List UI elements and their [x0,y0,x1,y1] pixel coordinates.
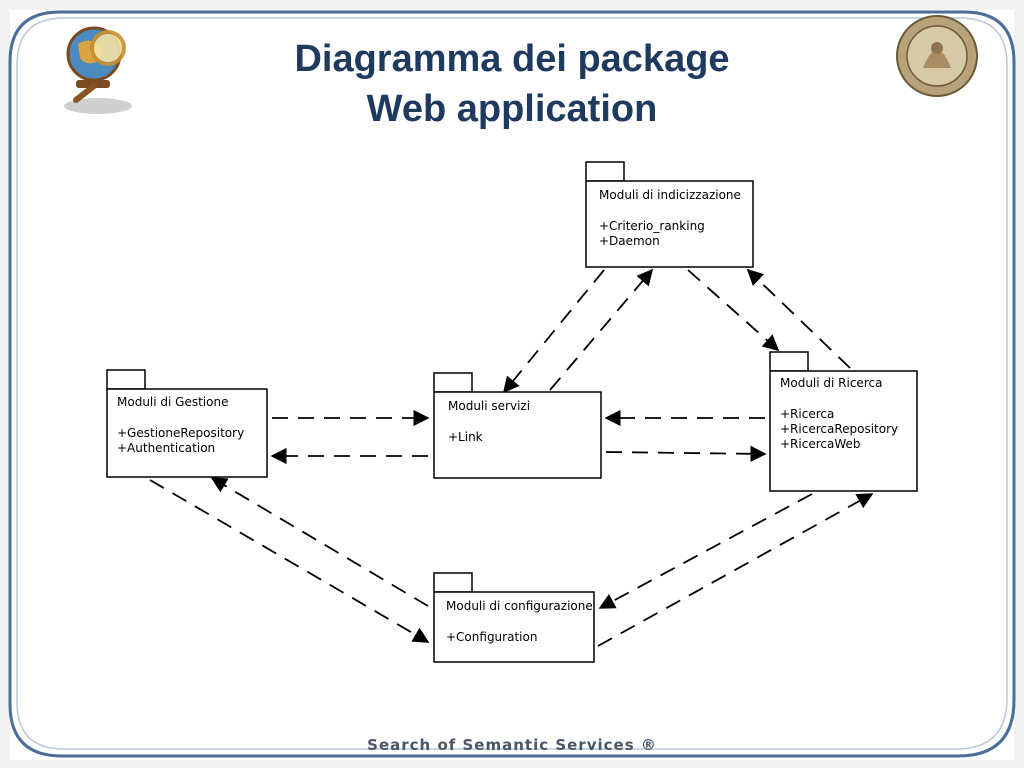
dep-servizi-to-indicizzazione [549,268,654,391]
dep-indicizzazione-to-ricerca [687,269,780,352]
package-ricerca-member-2: +RicercaRepository [780,422,898,436]
dep-configurazione-to-gestione [210,477,429,607]
package-servizi-name: Moduli servizi [448,399,530,413]
package-ricerca-member-3: +RicercaWeb [780,437,861,451]
dep-gestione-to-configurazione [149,479,430,643]
package-indicizzazione-member-1: +Criterio_ranking [599,219,705,233]
dep-indicizzazione-to-servizi [502,269,605,394]
package-configurazione: Moduli di configurazione +Configuration [433,572,595,663]
package-ricerca-name: Moduli di Ricerca [780,376,882,390]
package-servizi-member-1: +Link [448,430,483,444]
page-title: Diagramma dei package Web application [200,34,824,134]
university-seal-logo [896,15,978,97]
title-line-1: Diagramma dei package [294,38,730,80]
package-gestione: Moduli di Gestione +GestioneRepository +… [106,369,268,478]
dep-ricerca-to-configurazione [598,493,813,609]
dep-ricerca-to-indicizzazione [746,268,851,369]
package-gestione-member-1: +GestioneRepository [117,426,244,440]
dep-configurazione-to-ricerca [597,493,874,647]
package-gestione-name: Moduli di Gestione [117,395,228,409]
package-ricerca: Moduli di Ricerca +Ricerca +RicercaRepos… [769,351,918,492]
package-servizi: Moduli servizi +Link [433,372,602,479]
package-indicizzazione: Moduli di indicizzazione +Criterio_ranki… [585,161,754,268]
dep-servizi-to-ricerca [605,445,767,462]
package-indicizzazione-member-2: +Daemon [599,234,660,248]
package-indicizzazione-name: Moduli di indicizzazione [599,188,741,202]
package-configurazione-member-1: +Configuration [446,630,537,644]
globe-magnifier-logo [64,26,132,114]
package-gestione-member-2: +Authentication [117,441,215,455]
package-configurazione-name: Moduli di configurazione [446,599,593,613]
footer-text: Search of Semantic Services ® [367,736,657,754]
title-line-2: Web application [366,88,658,130]
package-ricerca-member-1: +Ricerca [780,407,834,421]
